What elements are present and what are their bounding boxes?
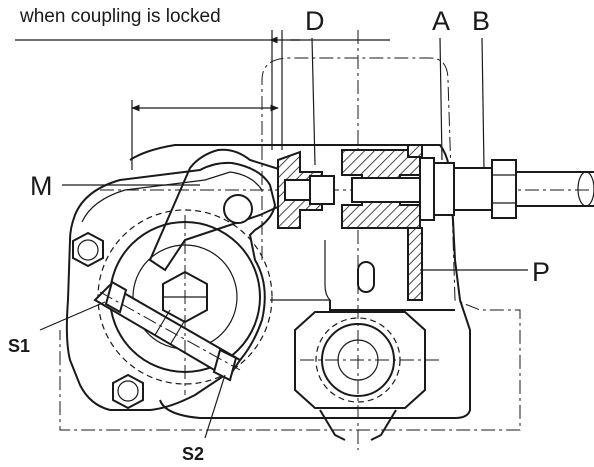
slot-hole: [357, 261, 375, 293]
bar-tick-2: [169, 319, 186, 346]
coupling-body-outline: [129, 144, 471, 419]
body-step: [329, 300, 455, 311]
body-inner-step: [270, 240, 332, 301]
leader-s1: [39, 301, 106, 331]
leader-a: [439, 37, 443, 161]
plate-p-top: [407, 144, 423, 158]
bolt-bar-centerline: [99, 291, 241, 371]
rod-end: [577, 171, 594, 207]
label-m: M: [30, 171, 53, 201]
label-p: P: [532, 257, 550, 287]
bolt-top-left: [72, 231, 104, 268]
leader-d: [311, 37, 316, 166]
lever-plate-inner: [81, 171, 263, 223]
fork-right: [370, 409, 397, 441]
nut-a: [433, 162, 455, 216]
leader-s2: [204, 374, 226, 439]
label-s1: S1: [8, 336, 30, 356]
caption-text: when coupling is locked: [19, 6, 221, 27]
fork-left: [319, 409, 346, 441]
part-d-pin: [284, 179, 311, 201]
label-s2: S2: [182, 444, 204, 464]
arm-pivot-bolt: [223, 194, 253, 224]
rod-sleeve: [453, 167, 493, 211]
bolt-bottom-left: [112, 373, 144, 410]
leader-b: [481, 37, 485, 169]
lever-plate: [65, 161, 277, 411]
label-d: D: [305, 6, 325, 36]
bar-tick-1: [154, 309, 171, 336]
part-d-nut: [309, 175, 335, 205]
lower-hex-nut: [294, 311, 440, 409]
nut-b: [491, 159, 517, 219]
locking-rod-inner: [351, 177, 421, 203]
label-a: A: [432, 6, 450, 36]
washer-a: [419, 157, 435, 221]
threaded-rod: [516, 171, 594, 207]
s2-nut: [212, 348, 238, 382]
housing-outline: [59, 57, 521, 431]
label-b: B: [472, 6, 490, 36]
bolt-bar-s: [93, 283, 242, 380]
plate-p: [407, 227, 423, 301]
